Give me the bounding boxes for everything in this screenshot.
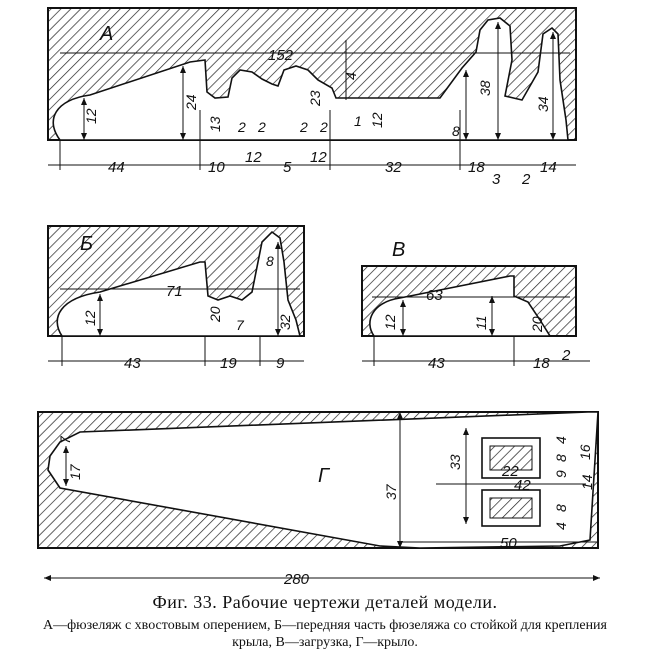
dim-b-19: 19 (220, 355, 237, 372)
dim-a-h4: 4 (343, 72, 359, 80)
dim-a-h13: 13 (207, 116, 223, 132)
part-v-cutout (369, 275, 552, 337)
dim-b-71: 71 (166, 283, 183, 300)
technical-drawings: А 152 44 10 12 5 12 32 18 3 2 14 12 24 1… (37, 7, 600, 588)
dim-a-h8: 8 (452, 123, 460, 139)
dim-b-9: 9 (276, 355, 285, 372)
dim-g-h4a: 4 (553, 436, 569, 444)
dim-v-h12: 12 (382, 314, 398, 330)
dim-a-h12mid: 12 (369, 112, 385, 128)
slot-lower-inner (489, 497, 533, 519)
dim-g-h9: 9 (553, 470, 569, 478)
dim-a-h38: 38 (477, 80, 493, 96)
caption-title: Фиг. 33. Рабочие чертежи деталей модели. (152, 592, 498, 612)
caption-legend: А—фюзеляж с хвостовым оперением, Б—перед… (42, 618, 607, 650)
dim-b-43: 43 (124, 355, 141, 372)
dim-g-22: 22 (501, 463, 519, 480)
dim-g-h17: 17 (67, 463, 83, 480)
dim-v-h11: 11 (473, 315, 489, 330)
slot-upper-inner (489, 445, 533, 471)
dim-v-18: 18 (533, 355, 550, 372)
dim-v-2: 2 (561, 347, 571, 364)
dim-g-h8a: 8 (553, 454, 569, 462)
dim-a-44: 44 (108, 159, 125, 176)
dim-a-5: 5 (283, 159, 292, 176)
dim-a-h23: 23 (307, 90, 323, 107)
part-a-fuselage: А 152 44 10 12 5 12 32 18 3 2 14 12 24 1… (47, 7, 577, 188)
part-a-letter: А (99, 23, 113, 45)
part-v-ballast: В 63 43 18 2 12 11 20 (361, 239, 590, 372)
dim-g-h7: 7 (57, 435, 73, 444)
dim-b-h12: 12 (82, 310, 98, 326)
dim-g-42: 42 (514, 477, 531, 494)
dim-a-h34: 34 (535, 96, 551, 112)
dim-a-14: 14 (540, 159, 557, 176)
part-b-fuselage-front: Б 71 43 19 9 12 20 7 32 8 (47, 225, 305, 372)
dim-g-h33: 33 (447, 454, 463, 470)
dim-a-12b: 12 (310, 149, 327, 166)
part-g-letter: Г (318, 465, 331, 487)
dim-a-152: 152 (268, 47, 294, 64)
part-g-cutout (47, 411, 599, 549)
part-b-cutout (56, 230, 302, 337)
part-b-letter: Б (80, 233, 93, 255)
dim-g-h4b: 4 (553, 522, 569, 530)
dim-g-h16: 16 (577, 444, 593, 460)
dim-a-3: 3 (492, 171, 501, 188)
dim-v-43: 43 (428, 355, 445, 372)
dim-b-h32: 32 (277, 314, 293, 330)
part-v-letter: В (392, 239, 405, 261)
dim-g-280: 280 (283, 571, 310, 588)
dim-b-h7: 7 (236, 317, 245, 333)
dim-a-32: 32 (385, 159, 402, 176)
part-g-wing: Г 280 7 17 37 33 22 42 50 4 8 9 8 4 16 1… (37, 411, 600, 588)
dim-b-h20: 20 (207, 306, 223, 323)
dim-a-12a: 12 (245, 149, 262, 166)
dim-v-h20: 20 (529, 316, 545, 333)
dim-g-h8b: 8 (553, 504, 569, 512)
dim-a-10: 10 (208, 159, 225, 176)
dim-g-h14: 14 (579, 474, 595, 490)
dim-a-s2a: 2 (237, 119, 246, 135)
dim-a-h12: 12 (83, 108, 99, 124)
dim-g-h37: 37 (383, 483, 399, 500)
dim-a-s2b: 2 (257, 119, 266, 135)
dim-a-2b: 2 (521, 171, 531, 188)
dim-a-s2c: 2 (299, 119, 308, 135)
figure-caption: Фиг. 33. Рабочие чертежи деталей модели.… (0, 592, 650, 651)
dim-a-h24: 24 (183, 94, 199, 111)
dim-a-18: 18 (468, 159, 485, 176)
dim-b-h8: 8 (266, 253, 274, 269)
dim-v-63: 63 (426, 287, 443, 304)
dim-a-s2d: 2 (319, 119, 328, 135)
dim-g-50: 50 (500, 535, 517, 552)
dim-a-h1: 1 (354, 113, 362, 129)
